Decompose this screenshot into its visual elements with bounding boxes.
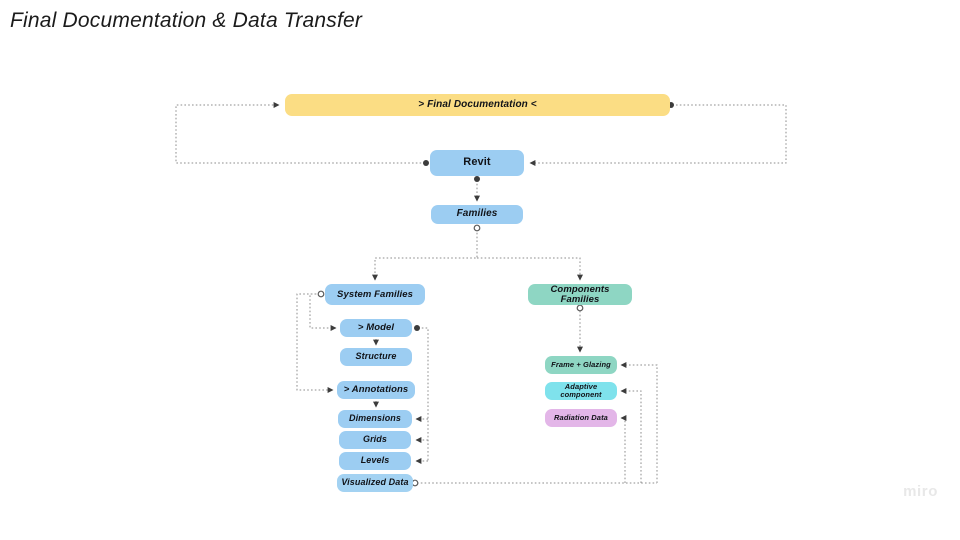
node-label-adaptive-component: Adaptive component xyxy=(560,382,602,399)
endpoint-circle-families-bottom xyxy=(473,224,481,232)
node-label-system-families: System Families xyxy=(337,288,413,300)
endpoint-circle-visualized-data-right xyxy=(411,479,419,487)
node-label-final-documentation: > Final Documentation < xyxy=(418,98,537,110)
node-label-revit: Revit xyxy=(463,156,491,169)
node-families[interactable]: Families xyxy=(431,205,523,224)
node-model[interactable]: > Model xyxy=(340,319,412,337)
edge-visualized-data-to-adaptive-component xyxy=(620,388,642,483)
node-adaptive-component[interactable]: Adaptive component xyxy=(545,382,617,400)
node-grids[interactable]: Grids xyxy=(339,431,411,449)
edge-visualized-data-to-frame-glazing xyxy=(620,362,658,483)
node-label-visualized-data: Visualized Data xyxy=(341,477,409,488)
page-title: Final Documentation & Data Transfer xyxy=(10,9,363,32)
node-label-frame-glazing: Frame + Glazing xyxy=(551,360,611,370)
endpoint-circle-system-families-left xyxy=(317,290,325,298)
node-label-structure: Structure xyxy=(355,351,397,362)
node-annotations[interactable]: > Annotations xyxy=(337,381,415,399)
node-dimensions[interactable]: Dimensions xyxy=(338,410,412,428)
node-label-levels: Levels xyxy=(360,455,390,466)
edge-families-to-system-families xyxy=(372,229,478,281)
node-radiation-data[interactable]: Radiation Data xyxy=(545,409,617,427)
endpoint-circle-components-families-bottom xyxy=(576,304,584,312)
node-final-documentation[interactable]: > Final Documentation < xyxy=(285,94,670,116)
node-system-families[interactable]: System Families xyxy=(325,284,425,305)
node-frame-glazing[interactable]: Frame + Glazing xyxy=(545,356,617,374)
endpoint-dot-revit-left xyxy=(423,160,429,166)
node-structure[interactable]: Structure xyxy=(340,348,412,366)
endpoint-dot-model-right xyxy=(414,325,420,331)
endpoint-dot-revit-bottom xyxy=(474,176,480,182)
edge-model-spine xyxy=(418,327,429,461)
edge-system-families-to-annotations xyxy=(296,293,334,393)
miro-watermark: miro xyxy=(903,483,938,500)
node-label-annotations: > Annotations xyxy=(343,384,409,396)
node-label-grids: Grids xyxy=(362,434,387,445)
node-label-components-families: Components Families xyxy=(550,284,610,305)
edge-visualized-data-to-radiation-data xyxy=(620,415,627,483)
node-label-families: Families xyxy=(456,208,498,220)
node-revit[interactable]: Revit xyxy=(430,150,524,176)
node-visualized-data[interactable]: Visualized Data xyxy=(337,474,413,492)
node-label-dimensions: Dimensions xyxy=(348,413,401,424)
node-label-model: > Model xyxy=(357,322,395,334)
node-components-families[interactable]: Components Families xyxy=(528,284,632,305)
edge-families-to-components-families xyxy=(477,257,583,281)
node-levels[interactable]: Levels xyxy=(339,452,411,470)
node-label-radiation-data: Radiation Data xyxy=(554,413,608,423)
